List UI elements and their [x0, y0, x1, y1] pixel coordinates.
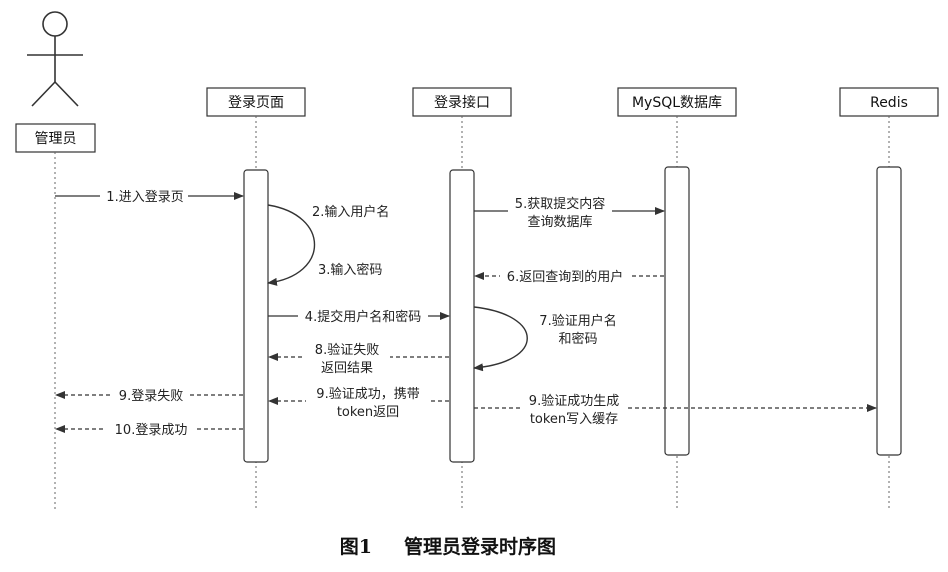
activation-mysql	[664, 166, 690, 456]
arrow-self-login-page	[267, 204, 316, 286]
message-4-label: 4.提交用户名和密码	[305, 309, 421, 325]
message-9c-label-line1: 9.验证成功生成	[529, 393, 619, 409]
activation-login-api	[449, 169, 475, 463]
message-10-label: 10.登录成功	[115, 423, 188, 438]
caption-title: 管理员登录时序图	[404, 535, 556, 558]
caption-figure-number: 图1	[340, 536, 372, 558]
participant-login-page-label: 登录页面	[228, 95, 284, 111]
participant-mysql: MySQL数据库	[617, 87, 737, 117]
message-6-label: 6.返回查询到的用户	[507, 269, 623, 285]
message-9c-label-line2: token写入缓存	[530, 412, 618, 427]
activation-redis	[876, 166, 902, 456]
participant-redis: Redis	[839, 87, 939, 117]
message-7-label-line2: 和密码	[558, 331, 597, 347]
figure-caption: 图1 管理员登录时序图	[340, 535, 556, 558]
message-9b-label-line1: 9.验证成功，携带	[316, 386, 419, 402]
message-2-label: 2.输入用户名	[312, 204, 389, 220]
message-3-label: 3.输入密码	[318, 262, 382, 278]
message-9a-label: 9.登录失败	[119, 389, 183, 404]
message-5-label-line1: 5.获取提交内容	[515, 196, 605, 212]
message-7-label-line1: 7.验证用户名	[539, 313, 616, 329]
participant-actor: 管理员	[15, 123, 96, 153]
participant-login-api-label: 登录接口	[434, 94, 490, 111]
actor-head	[42, 11, 68, 37]
actor-figure	[27, 11, 83, 107]
message-1-label: 1.进入登录页	[106, 190, 183, 205]
participant-login-api: 登录接口	[412, 87, 512, 117]
message-8-label-line1: 8.验证失败	[315, 342, 379, 358]
participant-mysql-label: MySQL数据库	[632, 95, 722, 111]
participant-actor-label: 管理员	[35, 131, 77, 147]
participant-login-page: 登录页面	[206, 87, 306, 117]
participant-redis-label: Redis	[870, 95, 908, 111]
activation-login-page	[243, 169, 269, 463]
message-9b-label-line2: token返回	[337, 405, 399, 420]
message-5-label-line2: 查询数据库	[527, 214, 592, 230]
arrow-self-login-api	[473, 306, 528, 372]
actor-leg-right	[54, 81, 79, 107]
actor-leg-left	[31, 81, 56, 107]
message-8-label-line2: 返回结果	[321, 361, 373, 376]
